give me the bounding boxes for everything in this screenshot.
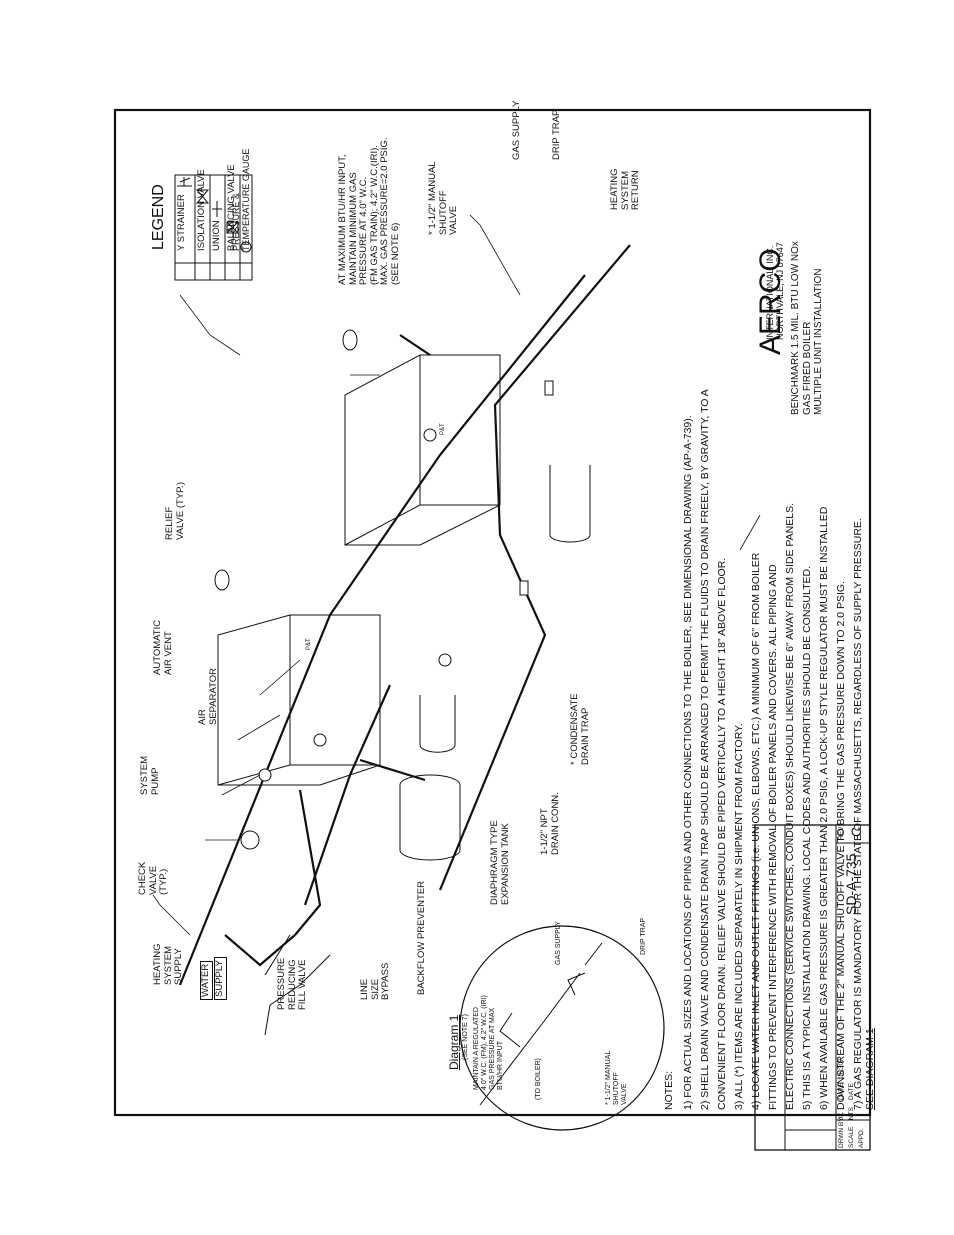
note-line: DOWNSTREAM OF THE 2" MANUAL SHUTOFF VALV… — [835, 580, 847, 1110]
legend-item-y-strainer: Y STRAINER — [176, 194, 187, 251]
legend-title: LEGEND — [150, 184, 167, 250]
gas-valve-2-icon — [519, 580, 529, 596]
callout-condensate-drain-trap: * CONDENSATE DRAIN TRAP — [569, 693, 591, 765]
callout-line-size-bypass: LINE SIZE BYPASS — [359, 962, 391, 1000]
legend-box — [174, 174, 253, 281]
diagram-1-maintain: MAINTAIN A REGULATED 4.0" W.C. (FM), 4.2… — [473, 995, 504, 1090]
note-line: 2) SHELL DRAIN VALVE AND CONDENSATE DRAI… — [699, 389, 711, 1110]
diagram-1-gas-supply: GAS SUPPLY — [555, 921, 562, 965]
scale-label: SCALE — [848, 1126, 855, 1148]
title-block — [754, 824, 871, 1151]
diagram-1-manual-shutoff: * 1-1/2" MANUAL SHUTOFF VALVE — [605, 1050, 628, 1105]
isolation-valve-icon — [195, 189, 210, 204]
note-line: SEE DIAGRAM 1 — [864, 1028, 876, 1110]
pressure-temperature-gauge-icon — [240, 241, 252, 253]
drwn-by-value: JK — [838, 1112, 845, 1120]
callout-air-separator: AIR SEPARATOR — [197, 667, 219, 725]
callout-water: WATER — [200, 960, 213, 1000]
main-piping — [178, 244, 631, 986]
diagram-1-to-boiler: (TO BOILER) — [535, 1058, 542, 1100]
separator-tank-1 — [419, 695, 456, 753]
note-line: 7) A GAS REGULATOR IS MANDATORY FOR THE … — [852, 518, 864, 1110]
pt-gauge-1-icon — [438, 653, 452, 667]
notes-heading: NOTES: — [663, 1070, 675, 1110]
legend-item-isolation-valve: ISOLATION VALVE — [196, 169, 207, 251]
system-pump-icon — [240, 830, 260, 850]
callout-drain-conn: 1-1/2" NPT DRAIN CONN. — [539, 792, 561, 855]
boiler-2-port — [342, 329, 358, 351]
callout-system-pump: SYSTEM PUMP — [139, 755, 161, 795]
callout-backflow-preventer: BACKFLOW PREVENTER — [416, 880, 427, 995]
boiler-1-port — [214, 569, 230, 591]
note-line: CONVENIENT FLOOR DRAIN. RELIEF VALVE SHO… — [716, 557, 728, 1110]
callout-drip-trap: DRIP TRAP — [551, 109, 562, 160]
callout-gas-pressure: AT MAXIMUM BTU/HR INPUT, MAINTAIN MINIMU… — [337, 137, 401, 285]
diagram-1-gas-piping — [479, 942, 603, 1106]
legend-item-pt-gauge: PRESSURE & TEMPERATURE GAUGE — [231, 148, 251, 251]
diagram-1-see-note: (SEE NOTE 7) — [462, 1014, 469, 1060]
legend-item-union: UNION — [211, 220, 222, 251]
diagram-1-circle — [459, 925, 665, 1131]
pressure-reducing-valve-icon — [313, 733, 327, 747]
callout-heating-system-return: HEATING SYSTEM RETURN — [609, 168, 641, 210]
note-line: 5) THIS IS A TYPICAL INSTALLATION DRAWIN… — [801, 566, 813, 1110]
note-line: 3) ALL (*) ITEMS ARE INCLUDED SEPARATELY… — [733, 723, 745, 1110]
separator-tank-2 — [549, 465, 591, 543]
boiler-2 — [344, 354, 501, 546]
fill-piping — [264, 934, 291, 976]
drwn-by-label: DRWN BY — [838, 1117, 845, 1148]
gas-valve-icon — [544, 380, 554, 396]
callout-pressure-reducing-fill-valve: PRESSURE REDUCING FILL VALVE — [276, 957, 308, 1010]
drawing-border — [113, 108, 872, 1117]
diagram-1-drip-trap: DRIP TRAP — [640, 917, 647, 955]
union-icon — [212, 201, 222, 217]
callout-manual-shutoff: * 1-1/2" MANUAL SHUTOFF VALVE — [427, 161, 459, 235]
note-line: 4) LOCATE WATER INLET AND OUTLET FITTING… — [750, 552, 762, 1110]
appd-label: APPD. — [858, 1128, 865, 1148]
y-strainer-icon — [177, 177, 192, 187]
note-line: FITTINGS TO PREVENT INTERFERENCE WITH RE… — [767, 564, 779, 1110]
note-line: 1) FOR ACTUAL SIZES AND LOCATIONS OF PIP… — [682, 415, 694, 1110]
callout-relief-valve: RELIEF VALVE (TYP.) — [164, 481, 186, 540]
balancing-valve-icon — [226, 221, 239, 234]
bypass-piping — [264, 954, 331, 1036]
expansion-tank — [399, 774, 461, 861]
pt-gauge-2-label: P&T — [440, 423, 446, 435]
callout-expansion-tank: DIAPHRAGM TYPE EXPANSION TANK — [489, 820, 511, 905]
note-line: ELECTRIC CONNECTIONS (SERVICE SWITCHES, … — [784, 502, 796, 1110]
callout-check-valve: CHECK VALVE (TYP.) — [137, 861, 169, 895]
pt-gauge-2-icon — [423, 428, 437, 442]
callout-gas-supply: GAS SUPPLY — [511, 100, 522, 161]
drawing-description: BENCHMARK 1.5 MIL. BTU LOW NOx GAS FIRED… — [790, 241, 824, 415]
callout-heating-system-supply: HEATING SYSTEM SUPPLY — [152, 943, 184, 985]
pt-gauge-1-label: P&T — [306, 638, 312, 650]
air-separator-icon — [258, 768, 272, 782]
note-line: 6) WHEN AVAILABLE GAS PRESSURE IS GREATE… — [818, 506, 830, 1110]
callout-supply: SUPPLY — [214, 957, 227, 1000]
leader-lines — [152, 214, 761, 936]
diagram-1-title: Diagram 1 — [447, 1014, 461, 1070]
boiler-1 — [217, 614, 381, 786]
callout-automatic-air-vent: AUTOMATIC AIR VENT — [152, 619, 174, 675]
company-address: INTERNATIONAL, INC. NORTHVALE, NJ 07647 — [765, 242, 785, 340]
